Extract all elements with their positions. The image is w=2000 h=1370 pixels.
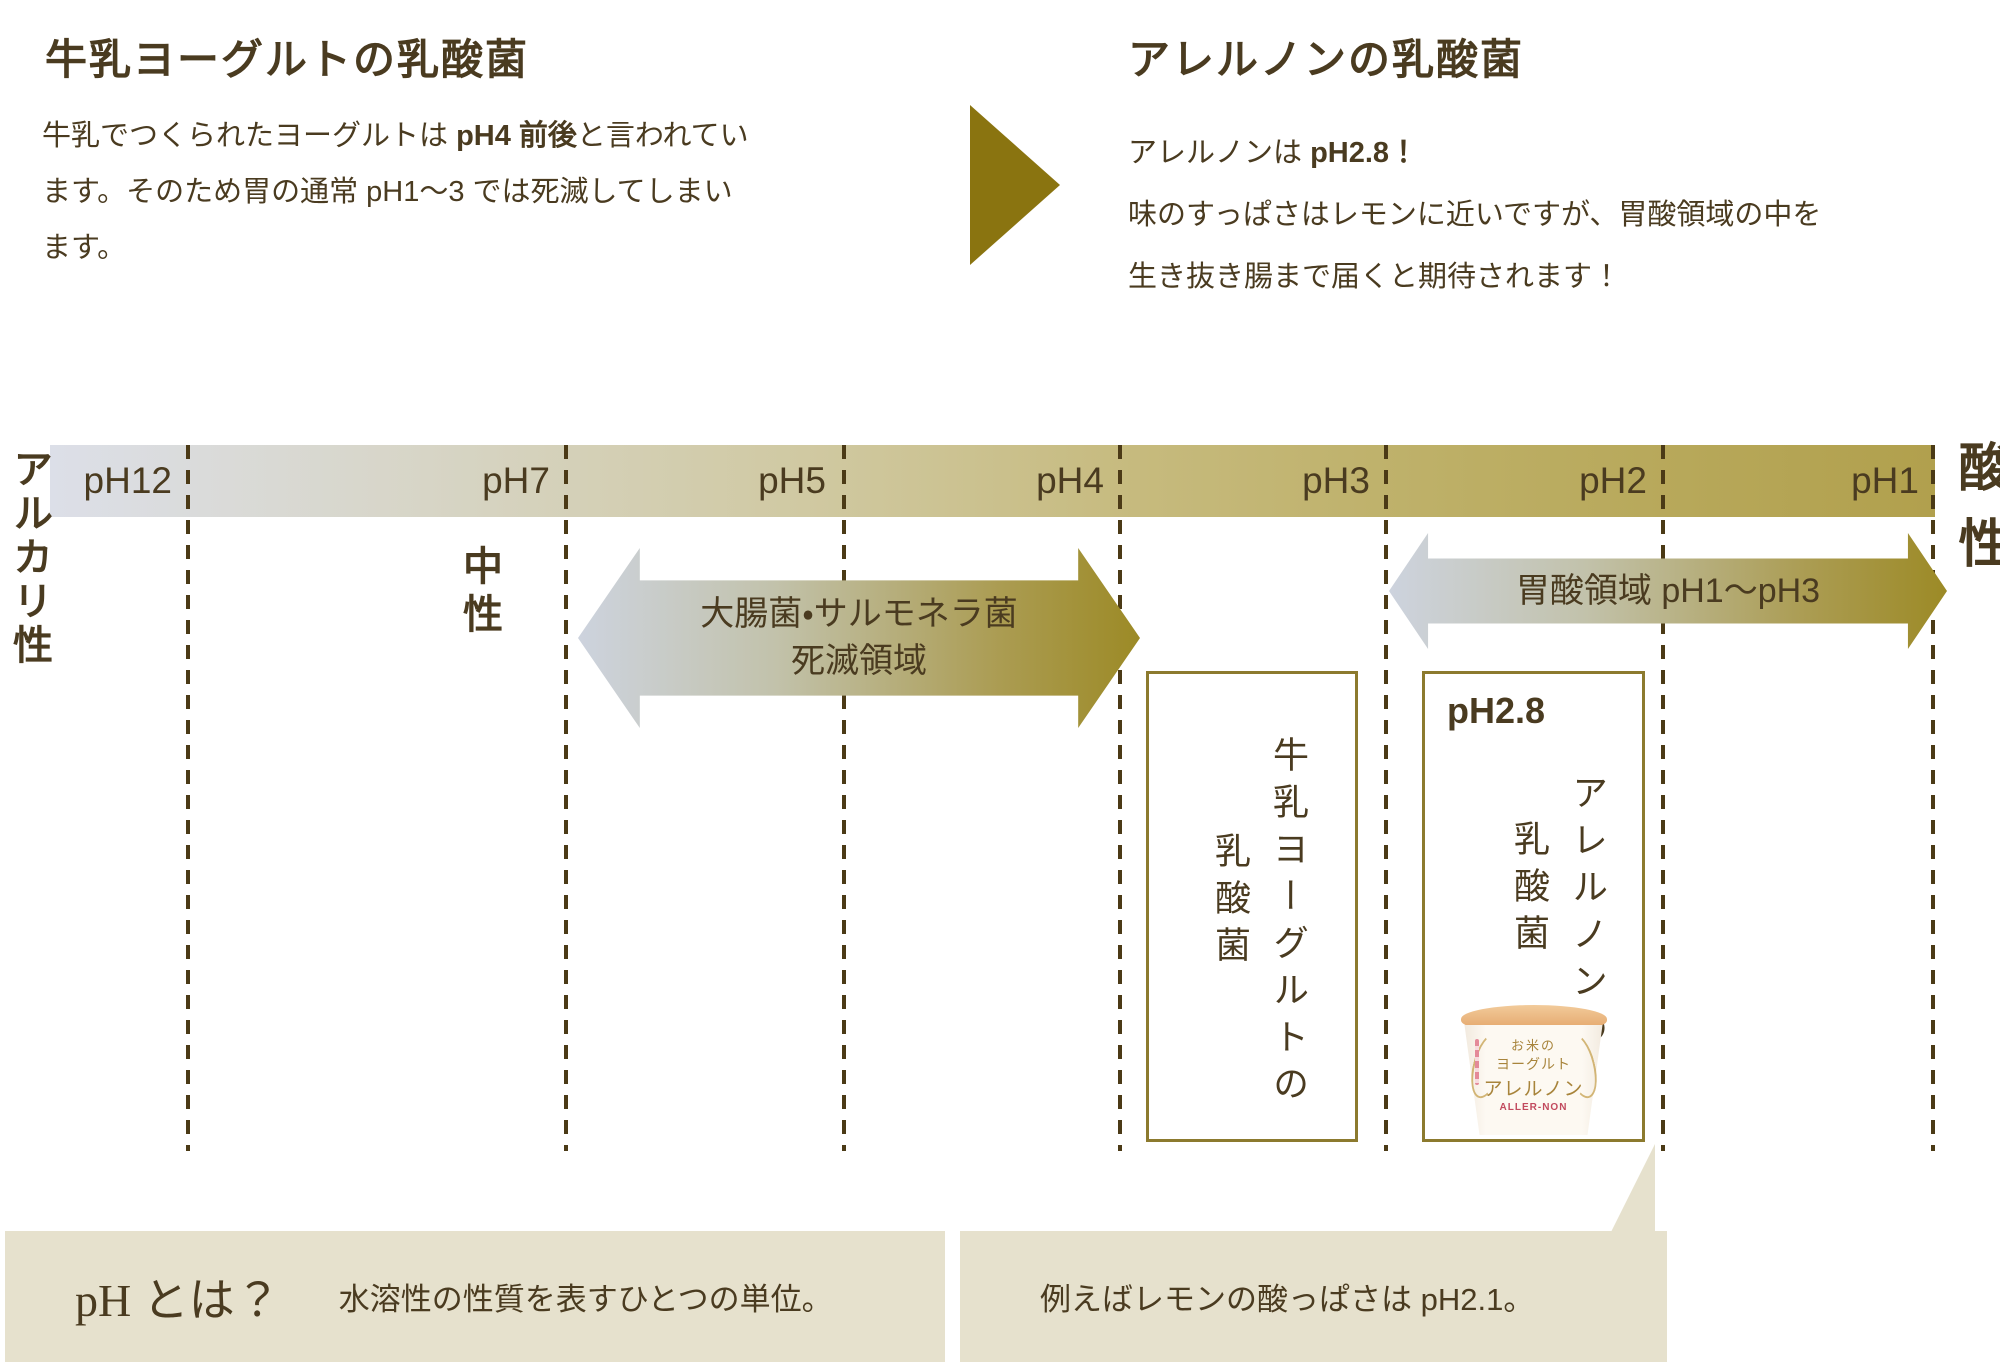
kill-zone-line2: 死滅領域 <box>791 642 927 680</box>
dash-line-ph3 <box>1384 445 1388 1151</box>
milk-yogurt-title: 牛乳ヨーグルトの乳酸菌 <box>45 38 530 84</box>
allernon-title: アレルノンの乳酸菌 <box>1128 38 1525 84</box>
allernon-box-line2: 乳酸菌 <box>1509 820 1549 961</box>
ph-definition-text: 水溶性の性質を表すひとつの単位。 <box>338 1282 833 1317</box>
allernon-line2: 味のすっぱさはレモンに近いですが、胃酸領域の中を <box>1128 199 1822 231</box>
acid-label: 酸性 <box>1950 440 2000 592</box>
product-cup-image: お米の ヨーグルト アレルノン ALLER-NON <box>1459 1005 1609 1135</box>
allernon-bacteria-box: pH2.8 アレルノンの 乳酸菌 お米の ヨーグルト アレルノン ALLER-N… <box>1422 671 1645 1142</box>
allernon-line1: アレルノンは pH2.8！ <box>1128 122 1821 184</box>
ph-tick-2: pH2 <box>1579 460 1647 501</box>
allernon-line1-pre: アレルノンは <box>1128 137 1311 169</box>
allernon-box-ph-value: pH2.8 <box>1447 690 1546 731</box>
milk-yogurt-line2: ます。そのため胃の通常 pH1〜3 では死滅してしまい <box>42 176 733 208</box>
milk-yogurt-line3: ます。 <box>42 232 127 264</box>
milk-yogurt-paragraph: 牛乳でつくられたヨーグルトは pH4 前後と言われてい ます。そのため胃の通常 … <box>42 108 749 276</box>
cup-text-line1: お米の <box>1510 1038 1556 1053</box>
ph-tick-1: pH1 <box>1851 460 1919 501</box>
dash-line-ph12 <box>186 445 190 1151</box>
milk-box-vertical-text: 牛乳ヨーグルトの 乳酸菌 <box>1201 674 1317 1139</box>
ph-tick-12: pH12 <box>83 460 172 501</box>
ph-definition-title: pH とは？ <box>75 1274 281 1326</box>
milk-line1-pre: 牛乳でつくられたヨーグルトは <box>42 120 457 152</box>
milk-yogurt-line1: 牛乳でつくられたヨーグルトは pH4 前後と言われてい <box>42 108 749 164</box>
ph-definition-panel: pH とは？ 水溶性の性質を表すひとつの単位。 <box>5 1231 945 1362</box>
allernon-line1-bold: pH2.8！ <box>1310 137 1419 169</box>
allernon-line3: 生き抜き腸まで届くと期待されます！ <box>1128 261 1622 293</box>
dash-line-ph1 <box>1931 445 1935 1151</box>
kill-zone-arrow: 大腸菌・サルモネラ菌 死滅領域 <box>578 548 1140 728</box>
ph-scale-bar: pH12 pH7 pH5 pH4 pH3 pH2 pH1 <box>50 445 1935 517</box>
ph-tick-3: pH3 <box>1302 460 1370 501</box>
milk-line1-post: と言われてい <box>576 120 749 152</box>
dash-line-ph5 <box>842 445 846 1151</box>
milk-bacteria-box: 牛乳ヨーグルトの 乳酸菌 <box>1146 671 1358 1142</box>
cup-text-line2: ヨーグルト <box>1496 1056 1571 1072</box>
cup-brand-logo: ALLER-NON <box>1499 1102 1568 1113</box>
milk-line1-bold: pH4 前後 <box>456 120 577 152</box>
stomach-zone-label: 胃酸領域 pH1〜pH3 <box>1515 571 1821 610</box>
allernon-paragraph: アレルノンは pH2.8！ 味のすっぱさはレモンに近いですが、胃酸領域の中を 生… <box>1128 122 1821 308</box>
kill-zone-label: 大腸菌・サルモネラ菌 死滅領域 <box>700 591 1018 685</box>
ph-tick-7: pH7 <box>482 460 550 501</box>
lemon-note-text: 例えばレモンの酸っぱさは pH2.1。 <box>1040 1282 1535 1317</box>
speech-tail-triangle <box>1611 1144 1655 1232</box>
milk-box-line1: 牛乳ヨーグルトの <box>1268 736 1308 1112</box>
dash-line-ph4 <box>1118 445 1122 1151</box>
lemon-note-panel: 例えばレモンの酸っぱさは pH2.1。 <box>960 1231 1667 1362</box>
ph-tick-4: pH4 <box>1036 460 1104 501</box>
cup-text-line3: アレルノン <box>1483 1079 1584 1100</box>
stomach-zone-arrow: 胃酸領域 pH1〜pH3 <box>1389 533 1947 649</box>
neutral-label: 中性 <box>457 545 501 641</box>
cup-body: お米の ヨーグルト アレルノン ALLER-NON <box>1464 1025 1603 1135</box>
kill-zone-line1: 大腸菌・サルモネラ菌 <box>700 595 1018 633</box>
pink-label-decoration <box>1474 1039 1479 1085</box>
milk-box-line2: 乳酸菌 <box>1210 832 1250 973</box>
dash-line-ph7 <box>564 445 568 1151</box>
alkaline-label: アルカリ性 <box>7 448 51 668</box>
dash-line-ph2 <box>1661 445 1665 1151</box>
arrow-right-icon <box>970 105 1060 265</box>
ph-tick-5: pH5 <box>758 460 826 501</box>
